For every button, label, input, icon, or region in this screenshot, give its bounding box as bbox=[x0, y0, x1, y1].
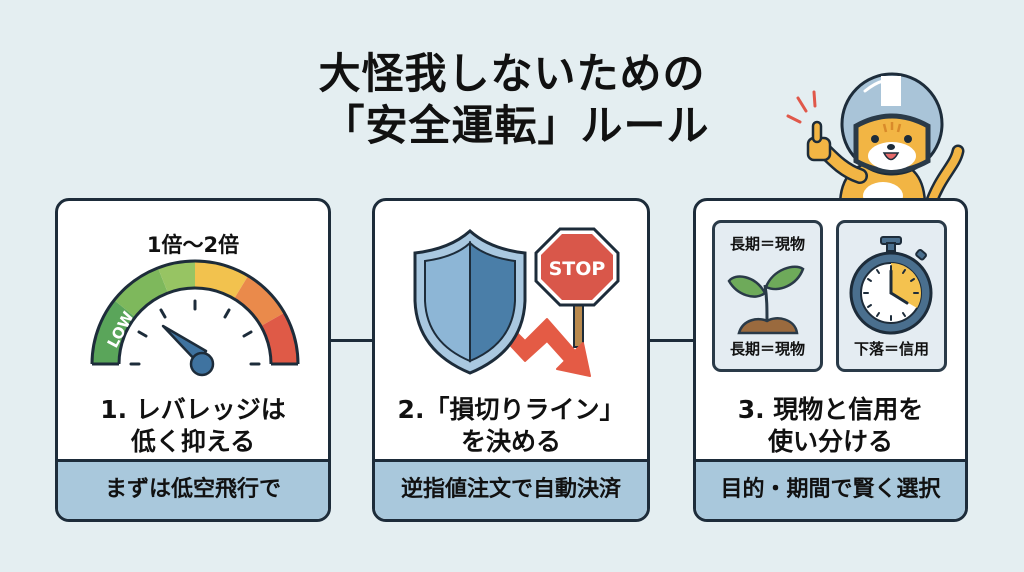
page-title: 大怪我しないための 「安全運転」ルール bbox=[0, 48, 1024, 152]
svg-text:STOP: STOP bbox=[549, 258, 606, 280]
rule-card-leverage: 1倍〜2倍 LOW 1. レバレッジは 低く抑える まずは低空飛行で bbox=[55, 198, 331, 522]
rule-card-stop-loss: STOP 2.「損切りライン」 を決める 逆指値注文で自動決済 bbox=[372, 198, 650, 522]
rule-heading-line-1: 3. 現物と信用を bbox=[737, 395, 924, 424]
down-trend-arrow-icon bbox=[496, 318, 591, 377]
stopwatch-icon bbox=[849, 236, 933, 335]
shield-icon bbox=[413, 228, 527, 375]
subbox-top-label: 長期＝現物 bbox=[729, 235, 805, 253]
rule-heading: 1. レバレッジは 低く抑える bbox=[58, 394, 328, 458]
subbox-bottom-label: 長期＝現物 bbox=[729, 340, 805, 358]
rule-footer-tip: 目的・期間で賢く選択 bbox=[696, 459, 965, 519]
stop-sign-icon: STOP bbox=[534, 227, 620, 307]
rule-heading: 2.「損切りライン」 を決める bbox=[375, 394, 647, 458]
speedometer-gauge-icon: LOW bbox=[90, 259, 300, 377]
cat-helmet-mascot-icon bbox=[786, 72, 965, 206]
gauge-range-label: 1倍〜2倍 bbox=[146, 233, 240, 257]
rule-heading-line-1: 1. レバレッジは bbox=[100, 395, 286, 424]
rule-footer-tip: 逆指値注文で自動決済 bbox=[375, 459, 647, 519]
rule-footer-tip: まずは低空飛行で bbox=[58, 459, 328, 519]
sprout-icon bbox=[727, 265, 805, 335]
rule-heading: 3. 現物と信用を 使い分ける bbox=[696, 394, 965, 458]
connector-line bbox=[330, 339, 374, 342]
subbox-bottom-label: 下落＝信用 bbox=[853, 340, 929, 358]
rule-heading-line-2: を決める bbox=[460, 427, 561, 456]
connector-line bbox=[648, 339, 695, 342]
rule-heading-line-2: 使い分ける bbox=[767, 427, 893, 456]
stop-loss-illustration: STOP bbox=[413, 227, 620, 377]
title-line-2: 「安全運転」ルール bbox=[322, 101, 710, 150]
rule-card-cash-vs-margin: 長期＝現物 長期＝現物 bbox=[693, 198, 968, 522]
title-line-1: 大怪我しないための bbox=[318, 49, 706, 98]
decline-margin-box: 下落＝信用 bbox=[836, 220, 947, 372]
rule-heading-line-1: 2.「損切りライン」 bbox=[397, 395, 625, 424]
long-term-cash-box: 長期＝現物 長期＝現物 bbox=[712, 220, 823, 372]
rule-heading-line-2: 低く抑える bbox=[130, 427, 256, 456]
